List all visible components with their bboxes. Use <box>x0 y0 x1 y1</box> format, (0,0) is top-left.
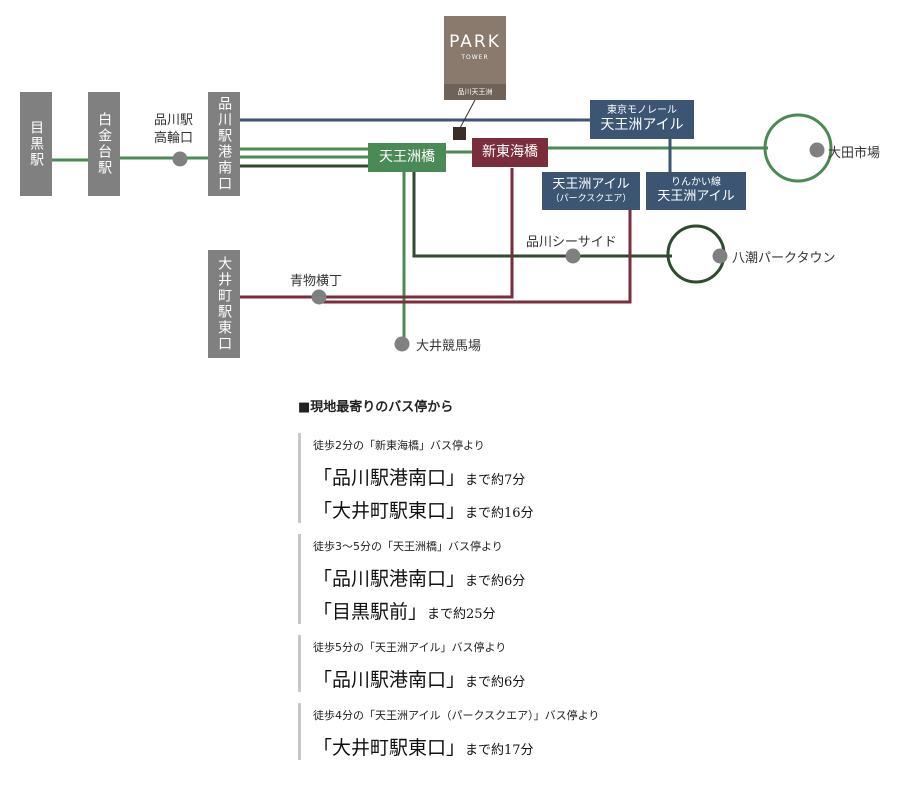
info-route: 「品川駅港南口」まで約6分 <box>313 564 638 591</box>
info-route: 「目黒駅前」まで約25分 <box>313 597 638 624</box>
info-caption: 徒歩4分の「天王洲アイル（パークスクエア）」バス停より <box>313 709 600 722</box>
park-tower-pointer <box>459 99 476 129</box>
station-shirokanedai: 白金台駅 <box>88 92 120 196</box>
route-destination: 「大井町駅東口」 <box>313 737 466 759</box>
route-time: まで約6分 <box>465 574 526 589</box>
bus-access-info: ■現地最寄りのバス停から 徒歩2分の「新東海橋」バス停より 「品川駅港南口」まで… <box>298 396 638 771</box>
park-tower-location: 品川天王洲 <box>444 84 506 100</box>
station-oimachi-east: 大井町駅東口 <box>208 250 240 358</box>
station-shirokanedai-label: 白金台駅 <box>96 112 113 176</box>
stop-monorail-station: 天王洲アイル <box>600 117 684 133</box>
node-ota <box>809 142 825 158</box>
stop-monorail-line: 東京モノレール <box>607 104 677 116</box>
route-time: まで約16分 <box>465 506 534 521</box>
label-yashio-park-town: 八潮パークタウン <box>732 251 836 266</box>
info-caption: 徒歩2分の「新東海橋」バス停より <box>313 439 485 452</box>
node-aomono <box>311 289 327 305</box>
stop-tennozu-bashi: 天王洲橋 <box>368 143 446 172</box>
info-group-tennozu-isle: 徒歩5分の「天王洲アイル」バス停より 「品川駅港南口」まで約6分 <box>298 635 638 692</box>
station-shinagawa-konan-label: 品川駅港南口 <box>216 96 233 192</box>
info-route: 「大井町駅東口」まで約16分 <box>313 496 638 523</box>
line-maroon-oimachi <box>240 168 514 299</box>
route-destination: 「品川駅港南口」 <box>313 467 466 489</box>
route-time: まで約6分 <box>465 675 526 690</box>
stop-rinkai-station: 天王洲アイル <box>657 189 735 205</box>
loop-ota <box>763 113 833 183</box>
info-group-shin-higashikaibashi: 徒歩2分の「新東海橋」バス停より 「品川駅港南口」まで約7分 「大井町駅東口」ま… <box>298 433 638 523</box>
info-route: 「品川駅港南口」まで約7分 <box>313 463 638 490</box>
stop-park-square-main: 天王洲アイル <box>552 177 630 193</box>
node-yashio <box>712 248 728 264</box>
station-shinagawa-konan: 品川駅港南口 <box>208 92 240 196</box>
station-meguro: 目黒駅 <box>20 92 52 196</box>
route-time: まで約25分 <box>427 607 496 622</box>
info-heading: ■現地最寄りのバス停から <box>298 400 454 415</box>
label-aomono-yokocho: 青物横丁 <box>290 274 343 289</box>
stop-tennozu-bashi-label: 天王洲橋 <box>379 148 435 165</box>
node-seaside <box>565 248 581 264</box>
stop-shin-higashikaibashi: 新東海橋 <box>472 138 548 167</box>
park-tower-sub: TOWER <box>461 54 489 61</box>
label-shinagawa-seaside: 品川シーサイド <box>526 235 617 250</box>
info-group-tennozu-isle-park-square: 徒歩4分の「天王洲アイル（パークスクエア）」バス停より 「大井町駅東口」まで約1… <box>298 703 638 760</box>
route-destination: 「品川駅港南口」 <box>313 669 466 691</box>
label-oi-keibajo: 大井競馬場 <box>416 339 482 354</box>
node-oi <box>394 336 410 352</box>
station-meguro-label: 目黒駅 <box>28 120 45 168</box>
station-oimachi-east-label: 大井町駅東口 <box>216 256 233 352</box>
node-takanawa <box>172 151 188 167</box>
stop-shin-higashikaibashi-label: 新東海橋 <box>482 143 538 160</box>
park-tower-logo: PARK TOWER 品川天王洲 <box>444 16 506 100</box>
stop-tennozu-isle-park-square: 天王洲アイル （パークスクエア） <box>542 172 640 210</box>
info-group-tennozu-bashi: 徒歩3～5分の「天王洲橋」バス停より 「品川駅港南口」まで約6分 「目黒駅前」ま… <box>298 534 638 624</box>
route-destination: 「目黒駅前」 <box>313 601 428 623</box>
line-maroon-parksquare <box>322 208 632 304</box>
stop-park-square-sub: （パークスクエア） <box>550 193 632 204</box>
route-time: まで約17分 <box>465 743 534 758</box>
route-destination: 「品川駅港南口」 <box>313 568 466 590</box>
stop-monorail-tennozu-isle: 東京モノレール 天王洲アイル <box>590 100 694 139</box>
info-route: 「品川駅港南口」まで約6分 <box>313 665 638 692</box>
info-route: 「大井町駅東口」まで約17分 <box>313 733 638 760</box>
stop-rinkai-line: りんかい線 <box>671 176 721 188</box>
route-destination: 「大井町駅東口」 <box>313 500 466 522</box>
label-shinagawa-takanawa: 品川駅 高輪口 <box>154 113 194 146</box>
info-caption: 徒歩3～5分の「天王洲橋」バス停より <box>313 540 503 553</box>
info-caption: 徒歩5分の「天王洲アイル」バス停より <box>313 641 507 654</box>
line-dark-seaside <box>412 172 672 258</box>
park-tower-brand: PARK <box>449 32 501 52</box>
label-ota-market: 大田市場 <box>828 146 881 161</box>
park-tower-marker <box>453 127 466 140</box>
stop-rinkai-tennozu-isle: りんかい線 天王洲アイル <box>646 172 746 210</box>
route-time: まで約7分 <box>465 473 526 488</box>
